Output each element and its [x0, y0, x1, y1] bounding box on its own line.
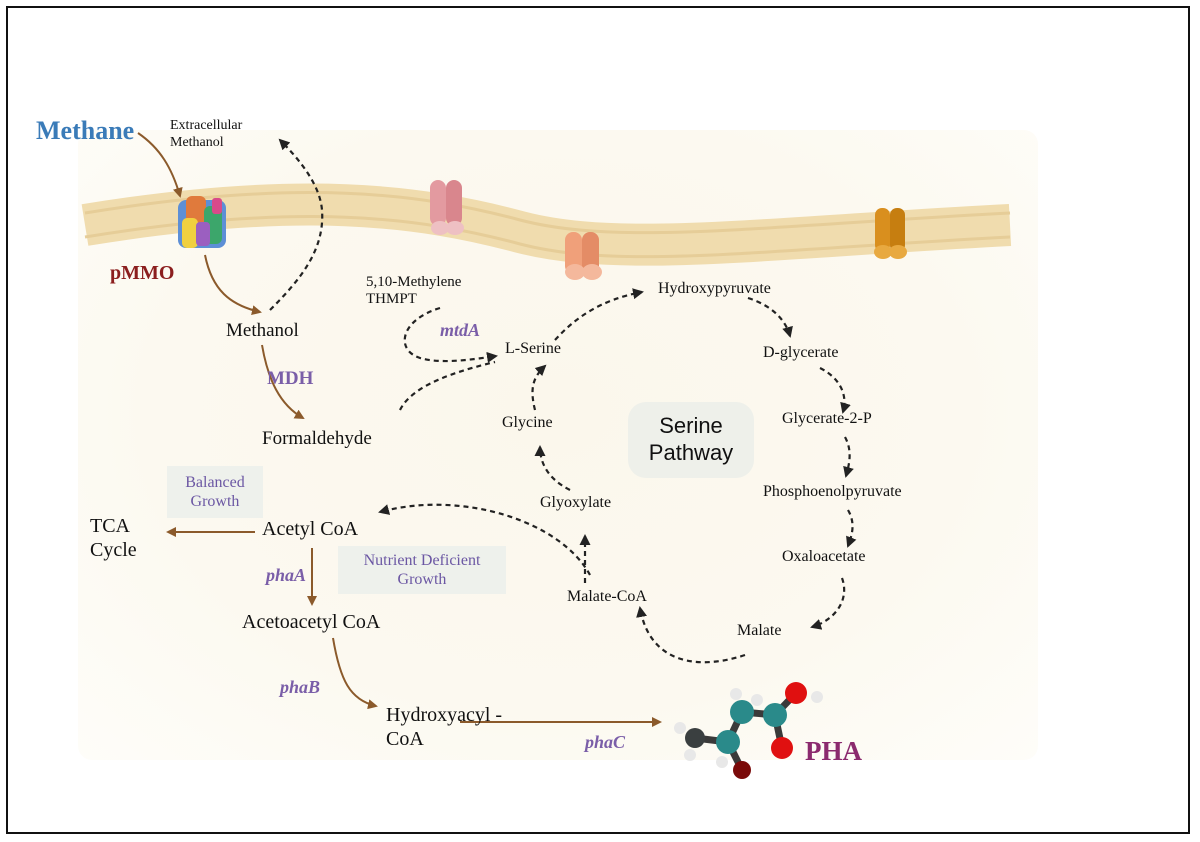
cell-membrane [81, 183, 1012, 266]
pink-membrane-channel-icon [430, 180, 464, 235]
mdh-enzyme-label: MDH [267, 368, 314, 389]
d-glycerate-label: D-glycerate [763, 344, 839, 361]
methanol-label: Methanol [226, 320, 299, 341]
hydroxypyruvate-label: Hydroxypyruvate [658, 280, 771, 297]
orange-membrane-channel-icon [874, 208, 907, 259]
oxaloacetate-label: Oxaloacetate [782, 548, 866, 565]
hydroxyacyl-coa-label: Hydroxyacyl - CoA [386, 704, 503, 750]
methylene-thmpt-label: 5,10-Methylene THMPT [366, 274, 462, 307]
glycine-label: Glycine [502, 414, 553, 431]
acetyl-coa-label: Acetyl CoA [262, 518, 359, 540]
formaldehyde-label: Formaldehyde [262, 428, 372, 449]
pha-ball-and-stick-molecule-icon [674, 682, 823, 779]
l-serine-label: L-Serine [505, 340, 561, 357]
malate-label: Malate [737, 622, 782, 639]
acetoacetyl-coa-label: Acetoacetyl CoA [242, 611, 381, 633]
phab-enzyme-label: phaB [280, 677, 321, 697]
methane-label: Methane [36, 116, 135, 145]
pha-product-label: PHA [805, 736, 862, 766]
nutrient-deficient-growth-box: Nutrient Deficient Growth [338, 546, 506, 594]
dashed-arrows [269, 138, 857, 664]
salmon-membrane-channel-icon [565, 232, 602, 280]
balanced-growth-box: Balanced Growth [167, 466, 263, 518]
phosphoenolpyruvate-label: Phosphoenolpyruvate [763, 483, 902, 500]
solid-arrows [137, 132, 662, 727]
extracellular-methanol-label: Extracellular Methanol [170, 118, 243, 150]
malate-coa-label: Malate-CoA [567, 588, 647, 605]
pmmo-label: pMMO [110, 262, 175, 284]
mtda-enzyme-label: mtdA [440, 320, 481, 340]
tca-cycle-label: TCA Cycle [90, 515, 137, 561]
phac-enzyme-label: phaC [585, 732, 626, 752]
serine-pathway-box: Serine Pathway [628, 402, 754, 478]
glyoxylate-label: Glyoxylate [540, 494, 612, 511]
phaa-enzyme-label: phaA [266, 565, 307, 585]
glycerate-2p-label: Glycerate-2-P [782, 410, 872, 427]
pmmo-protein-complex-icon [178, 196, 226, 248]
